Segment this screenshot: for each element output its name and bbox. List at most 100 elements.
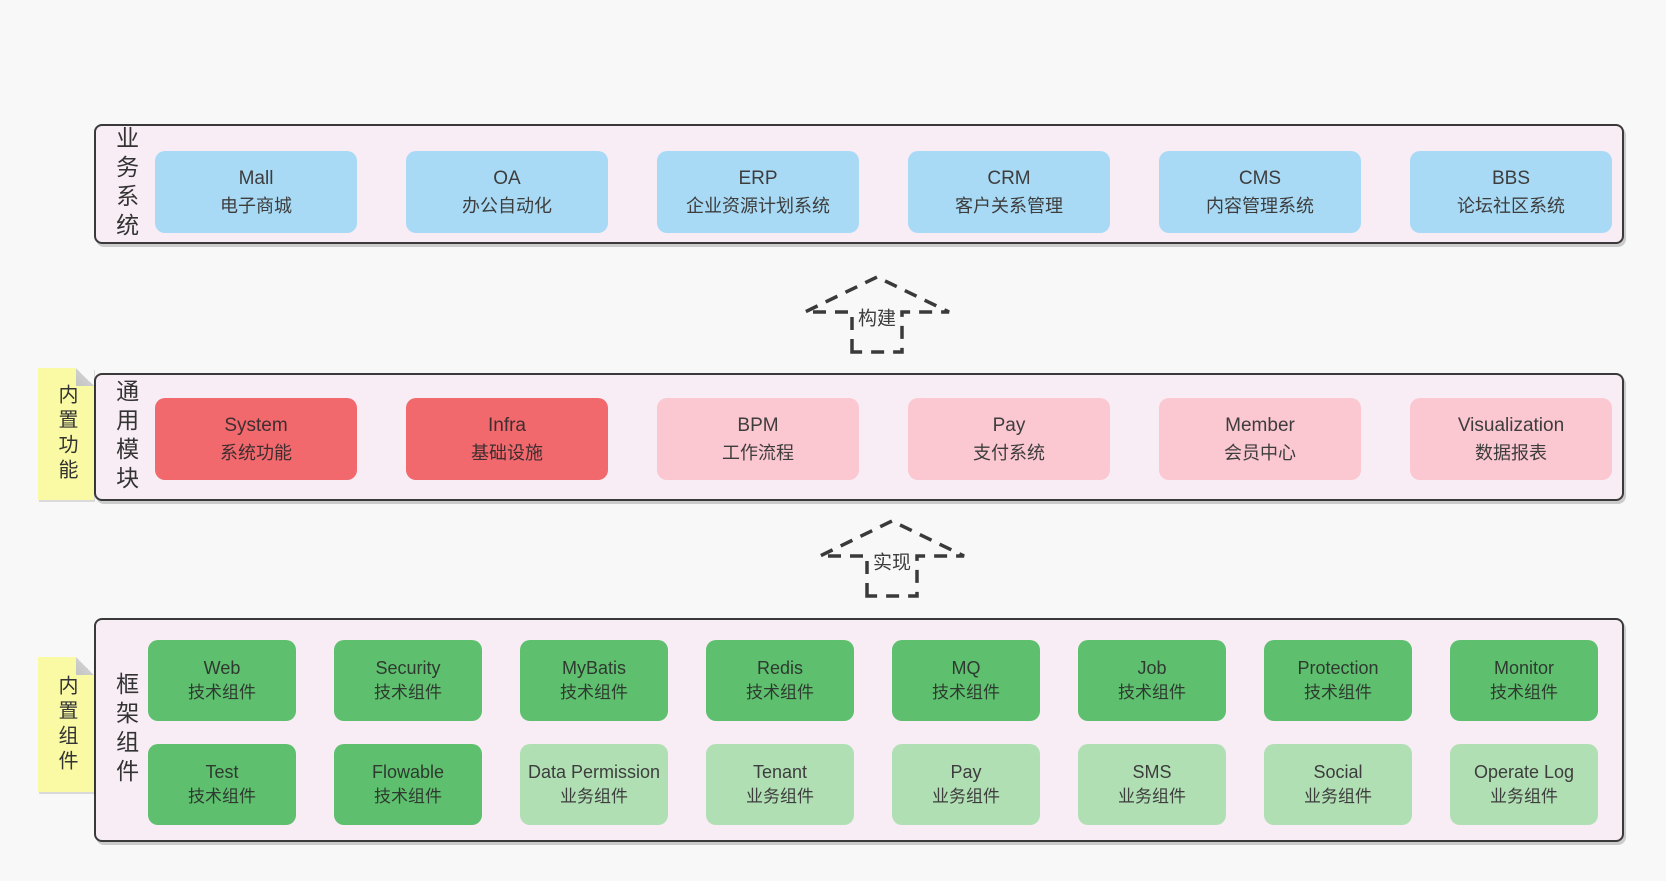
box-title: SMS — [1132, 762, 1172, 783]
panel-framework-label-text: 框架组件 — [112, 672, 139, 788]
box-title: MQ — [951, 658, 981, 679]
panel-business-systems: 业务系统 Mall 电子商城 OA 办公自动化 ERP 企业资源计划系统 CRM… — [94, 124, 1624, 244]
framework-box-row-1: Web 技术组件 Security 技术组件 MyBatis 技术组件 Redi… — [148, 640, 1598, 721]
implement-arrow-label: 实现 — [869, 546, 915, 576]
box-title: OA — [493, 168, 521, 190]
note-built-in-features: 内置功能 — [38, 368, 94, 500]
box-subtitle: 技术组件 — [1490, 683, 1558, 703]
box-title: Member — [1225, 415, 1295, 437]
box-title: ERP — [738, 168, 778, 190]
box-title: Job — [1137, 658, 1167, 679]
box-title: Tenant — [752, 762, 808, 783]
box-oa: OA 办公自动化 — [406, 151, 608, 233]
folded-corner-icon — [76, 368, 94, 386]
panel-common-modules: 通用模块 System 系统功能 Infra 基础设施 BPM 工作流程 Pay… — [94, 373, 1624, 501]
box-title: Infra — [487, 415, 527, 437]
business-box-row: Mall 电子商城 OA 办公自动化 ERP 企业资源计划系统 CRM 客户关系… — [155, 151, 1612, 233]
box-subtitle: 技术组件 — [1118, 683, 1186, 703]
box-operate-log: Operate Log 业务组件 — [1450, 744, 1598, 825]
box-tenant: Tenant 业务组件 — [706, 744, 854, 825]
build-arrow: 构建 — [797, 274, 957, 354]
box-visualization: Visualization 数据报表 — [1410, 398, 1612, 480]
box-subtitle: 内容管理系统 — [1206, 195, 1314, 216]
build-arrow-label: 构建 — [854, 302, 900, 332]
box-subtitle: 技术组件 — [560, 683, 628, 703]
box-pay: Pay 支付系统 — [908, 398, 1110, 480]
panel-business-label: 业务系统 — [96, 126, 154, 242]
box-infra: Infra 基础设施 — [406, 398, 608, 480]
box-subtitle: 系统功能 — [220, 442, 292, 463]
box-crm: CRM 客户关系管理 — [908, 151, 1110, 233]
box-web: Web 技术组件 — [148, 640, 296, 721]
box-subtitle: 会员中心 — [1224, 442, 1296, 463]
panel-modules-label: 通用模块 — [96, 375, 154, 499]
panel-business-label-text: 业务系统 — [112, 126, 139, 242]
box-subtitle: 技术组件 — [188, 787, 256, 807]
box-subtitle: 工作流程 — [722, 442, 794, 463]
box-title: Security — [375, 658, 441, 679]
implement-arrow: 实现 — [812, 518, 972, 598]
box-subtitle: 支付系统 — [973, 442, 1045, 463]
box-title: Operate Log — [1473, 762, 1575, 783]
box-title: BPM — [737, 415, 779, 437]
box-subtitle: 基础设施 — [471, 442, 543, 463]
box-subtitle: 业务组件 — [1304, 787, 1372, 807]
note-text: 内置功能 — [55, 384, 77, 484]
box-data-permission: Data Permission 业务组件 — [520, 744, 668, 825]
box-bpm: BPM 工作流程 — [657, 398, 859, 480]
box-flowable: Flowable 技术组件 — [334, 744, 482, 825]
box-mq: MQ 技术组件 — [892, 640, 1040, 721]
box-subtitle: 技术组件 — [932, 683, 1000, 703]
box-redis: Redis 技术组件 — [706, 640, 854, 721]
framework-box-row-2: Test 技术组件 Flowable 技术组件 Data Permission … — [148, 744, 1598, 825]
box-subtitle: 业务组件 — [560, 787, 628, 807]
up-arrow-icon — [819, 519, 965, 598]
box-cms: CMS 内容管理系统 — [1159, 151, 1361, 233]
box-protection: Protection 技术组件 — [1264, 640, 1412, 721]
box-title: MyBatis — [561, 658, 626, 679]
box-title: Test — [205, 762, 239, 783]
box-test: Test 技术组件 — [148, 744, 296, 825]
box-subtitle: 技术组件 — [746, 683, 814, 703]
box-subtitle: 客户关系管理 — [955, 195, 1063, 216]
box-subtitle: 业务组件 — [1118, 787, 1186, 807]
panel-framework-components: 框架组件 Web 技术组件 Security 技术组件 MyBatis 技术组件… — [94, 618, 1624, 842]
box-security: Security 技术组件 — [334, 640, 482, 721]
box-title: Pay — [950, 762, 982, 783]
box-monitor: Monitor 技术组件 — [1450, 640, 1598, 721]
box-subtitle: 业务组件 — [746, 787, 814, 807]
box-title: CRM — [987, 168, 1031, 190]
modules-box-row: System 系统功能 Infra 基础设施 BPM 工作流程 Pay 支付系统… — [155, 398, 1612, 480]
box-erp: ERP 企业资源计划系统 — [657, 151, 859, 233]
box-pay-biz: Pay 业务组件 — [892, 744, 1040, 825]
box-title: Mall — [238, 168, 274, 190]
box-subtitle: 论坛社区系统 — [1457, 195, 1565, 216]
box-mybatis: MyBatis 技术组件 — [520, 640, 668, 721]
box-system: System 系统功能 — [155, 398, 357, 480]
box-bbs: BBS 论坛社区系统 — [1410, 151, 1612, 233]
box-title: Protection — [1297, 658, 1379, 679]
box-mall: Mall 电子商城 — [155, 151, 357, 233]
panel-framework-label: 框架组件 — [96, 620, 154, 840]
box-subtitle: 技术组件 — [374, 787, 442, 807]
box-subtitle: 企业资源计划系统 — [686, 195, 830, 216]
box-subtitle: 办公自动化 — [462, 195, 552, 216]
box-title: Pay — [992, 415, 1026, 437]
box-job: Job 技术组件 — [1078, 640, 1226, 721]
box-title: Flowable — [371, 762, 445, 783]
box-title: CMS — [1238, 168, 1282, 190]
note-text: 内置组件 — [55, 674, 77, 775]
box-title: Redis — [756, 658, 804, 679]
box-title: Social — [1313, 762, 1363, 783]
box-subtitle: 技术组件 — [188, 683, 256, 703]
panel-modules-label-text: 通用模块 — [112, 379, 139, 495]
box-sms: SMS 业务组件 — [1078, 744, 1226, 825]
up-arrow-icon — [804, 275, 950, 354]
box-social: Social 业务组件 — [1264, 744, 1412, 825]
box-subtitle: 电子商城 — [220, 195, 292, 216]
box-title: Data Permission — [527, 762, 661, 783]
note-built-in-components: 内置组件 — [38, 657, 94, 792]
box-title: Monitor — [1493, 658, 1555, 679]
box-subtitle: 技术组件 — [1304, 683, 1372, 703]
